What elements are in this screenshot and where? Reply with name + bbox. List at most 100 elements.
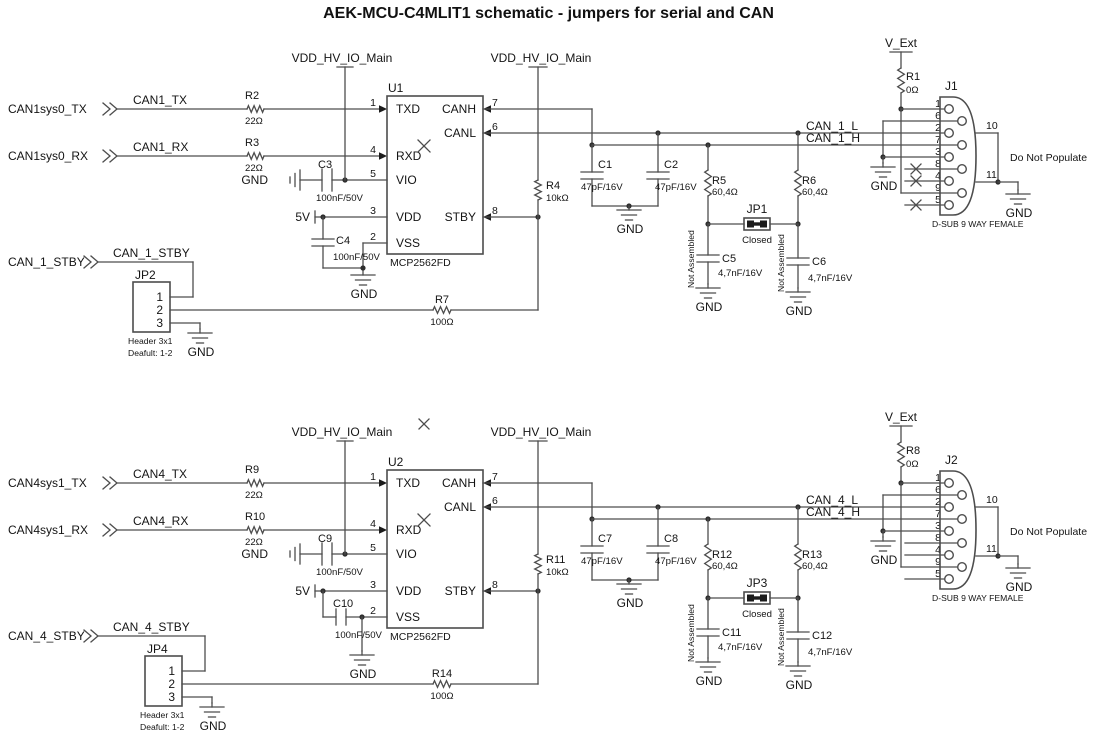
ic-pin-number: 4 (370, 144, 376, 156)
gnd-label: GND (871, 553, 898, 567)
resistor-icon (896, 441, 906, 468)
power-net-label: 5V (295, 584, 310, 598)
jumper-ref: JP2 (135, 268, 156, 282)
ic-pin-number: 3 (370, 205, 376, 217)
power-net-label: VDD_HV_IO_Main (292, 425, 393, 439)
resistor-icon (533, 179, 543, 201)
resistor-ref: R9 (245, 464, 259, 476)
dsub-pin-number: 6 (935, 484, 941, 496)
jumper-pin-number: 2 (168, 677, 175, 691)
resistor-ref: R11 (546, 554, 565, 566)
dsub-pin-hole (944, 502, 955, 513)
capacitor-value: 100nF/50V (316, 193, 364, 204)
ic-pin-number: 5 (370, 542, 376, 554)
gnd-label: GND (200, 719, 227, 733)
capacitor-value: 4,7nF/16V (808, 273, 853, 284)
port-chevron-icon (102, 102, 118, 116)
dsub-pin-number: 1 (935, 98, 941, 110)
dsub-pin-number: 7 (935, 508, 941, 520)
not-assembled-note: Not Assembled (776, 608, 786, 666)
gnd-label: GND (351, 287, 378, 301)
connector-note: Do Not Populate (1010, 152, 1087, 164)
net-label: CAN4_RX (133, 514, 188, 528)
capacitor-ref: C12 (812, 630, 832, 642)
gnd-label: GND (786, 678, 813, 692)
port-label: CAN_1_STBY (8, 255, 85, 269)
dsub-pin-number: 3 (935, 146, 941, 158)
jumper-body (743, 217, 771, 231)
jumper-ref: JP3 (747, 576, 768, 590)
port-label: CAN4sys1_RX (8, 523, 88, 537)
capacitor-value: 47pF/16V (655, 182, 697, 193)
resistor-value: 10kΩ (546, 567, 569, 578)
capacitor-ref: C6 (812, 256, 826, 268)
ic-body (386, 95, 484, 255)
pin-arrow-icon (379, 152, 387, 160)
jumper-state: Closed (742, 235, 772, 246)
connector-type: D-SUB 9 WAY FEMALE (932, 219, 1024, 229)
ic-pin-name: TXD (396, 102, 420, 116)
gnd-label: GND (1006, 206, 1033, 220)
resistor-ref: R10 (245, 511, 265, 523)
resistor-ref: R4 (546, 180, 560, 192)
dsub-pin-hole (957, 187, 968, 198)
no-connect-icon (910, 163, 922, 175)
gnd-label: GND (1006, 580, 1033, 594)
capacitor-value: 4,7nF/16V (718, 642, 763, 653)
capacitor-ref: C11 (722, 627, 741, 639)
ic-pin-name: VSS (396, 236, 420, 250)
capacitor-value: 100nF/50V (333, 252, 381, 263)
jumper-body (743, 591, 771, 605)
not-assembled-note: Not Assembled (776, 234, 786, 292)
jumper-pin-number: 3 (168, 690, 175, 704)
ic-ref: U1 (388, 81, 404, 95)
port-label: CAN4sys1_TX (8, 476, 87, 490)
resistor-value: 60,4Ω (712, 187, 738, 198)
net-label: CAN_4_STBY (113, 620, 190, 634)
dsub-pin-hole (957, 139, 968, 150)
resistor-ref: R2 (245, 90, 259, 102)
no-connect-icon (417, 513, 431, 527)
ic-pin-number: 7 (492, 97, 498, 109)
jumper-header-body (144, 655, 183, 707)
ic-pin-name: VIO (396, 173, 417, 187)
resistor-ref: R12 (712, 549, 732, 561)
resistor-ref: R14 (432, 668, 452, 680)
port-chevron-icon (83, 255, 99, 269)
resistor-ref: R3 (245, 137, 259, 149)
dsub-pin-number: 11 (986, 169, 997, 181)
ic-pin-number: 1 (370, 471, 376, 483)
ic-pin-number: 8 (492, 579, 498, 591)
capacitor-ref: C2 (664, 159, 678, 171)
connector-type: D-SUB 9 WAY FEMALE (932, 593, 1024, 603)
resistor-value: 10kΩ (546, 193, 569, 204)
resistor-value: 60,4Ω (802, 187, 828, 198)
net-label: CAN1_RX (133, 140, 188, 154)
capacitor-value: 100nF/50V (335, 630, 383, 641)
ic-pin-name: STBY (445, 584, 476, 598)
port-chevron-icon (102, 523, 118, 537)
port-label: CAN1sys0_TX (8, 102, 87, 116)
ic-body (386, 469, 484, 629)
jumper-ref: JP1 (747, 202, 768, 216)
capacitor-ref: C5 (722, 253, 736, 265)
resistor-value: 100Ω (430, 317, 453, 328)
resistor-ref: R13 (802, 549, 822, 561)
dsub-pin-number: 3 (935, 520, 941, 532)
dsub-body (939, 96, 977, 216)
gnd-label: GND (241, 547, 268, 561)
capacitor-ref: C3 (318, 159, 332, 171)
ic-pin-number: 1 (370, 97, 376, 109)
resistor-icon (246, 151, 265, 161)
jumper-pin-number: 2 (156, 303, 163, 317)
capacitor-ref: C10 (333, 598, 353, 610)
capacitor-ref: C8 (664, 533, 678, 545)
dsub-pin-number: 1 (935, 472, 941, 484)
ic-pin-name: CANH (442, 102, 476, 116)
dsub-pin-hole (944, 127, 955, 138)
resistor-value: 22Ω (245, 116, 263, 127)
capacitor-ref: C1 (598, 159, 612, 171)
net-label: CAN_1_L (806, 119, 858, 133)
